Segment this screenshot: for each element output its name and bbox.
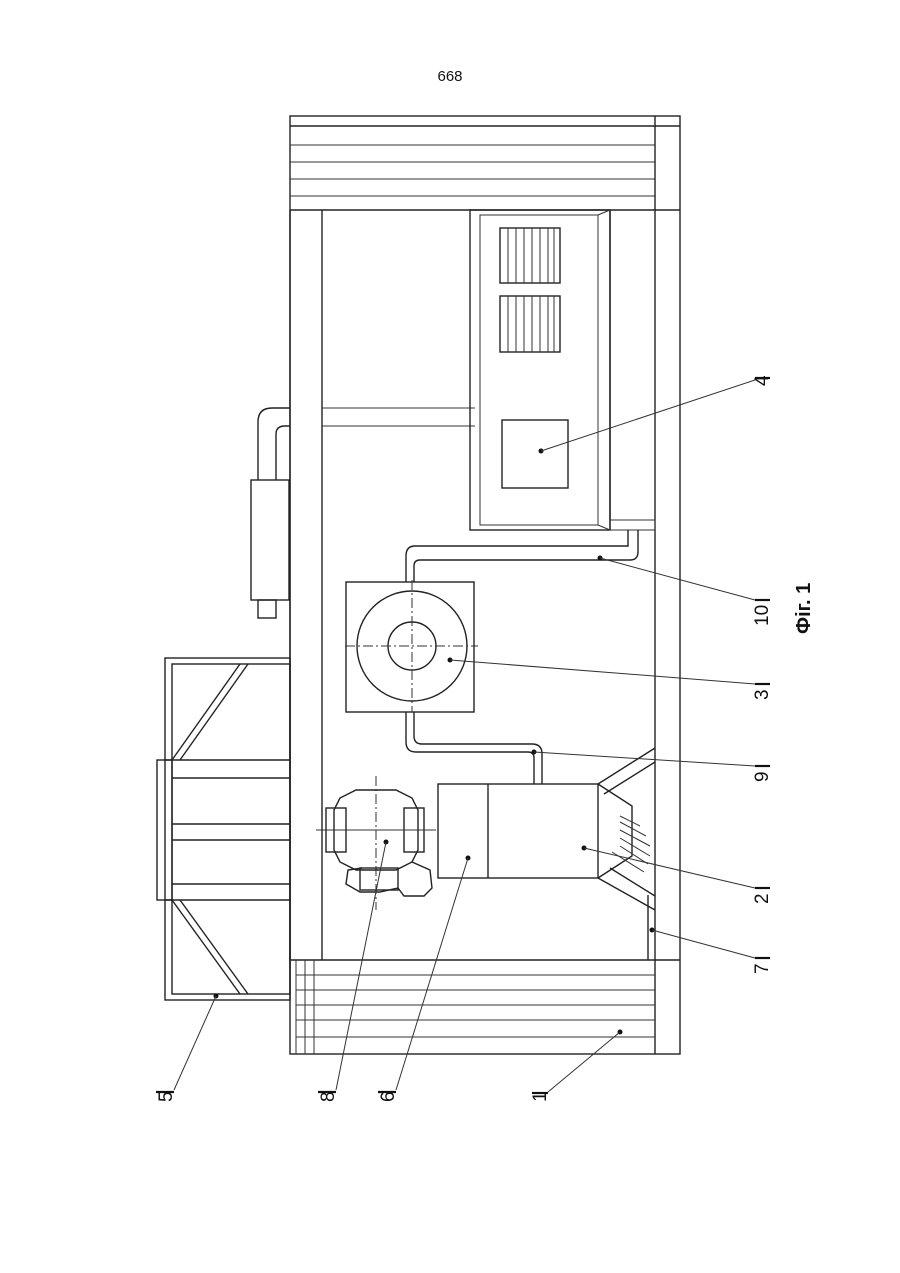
callout-8: 8 (318, 1091, 339, 1102)
container-frame (290, 116, 680, 1054)
callout-2: 2 (752, 893, 773, 904)
callout-1: 1 (530, 1091, 551, 1102)
leader-lines (156, 378, 770, 1093)
tank-body (438, 748, 655, 960)
pipe-10 (406, 530, 638, 582)
callout-7: 7 (752, 963, 773, 974)
external-frame (157, 658, 290, 1000)
callout-5: 5 (156, 1091, 177, 1102)
callout-6: 6 (378, 1091, 399, 1102)
figure-caption: Фіг. 1 (793, 583, 815, 634)
callout-3: 3 (752, 689, 773, 700)
callout-9: 9 (752, 771, 773, 782)
pipe-9 (406, 712, 542, 784)
callout-10: 10 (752, 605, 773, 626)
callout-4: 4 (752, 375, 773, 386)
exhaust-silencer (251, 408, 290, 618)
fan-unit (345, 580, 478, 712)
control-cabinet (470, 210, 655, 530)
